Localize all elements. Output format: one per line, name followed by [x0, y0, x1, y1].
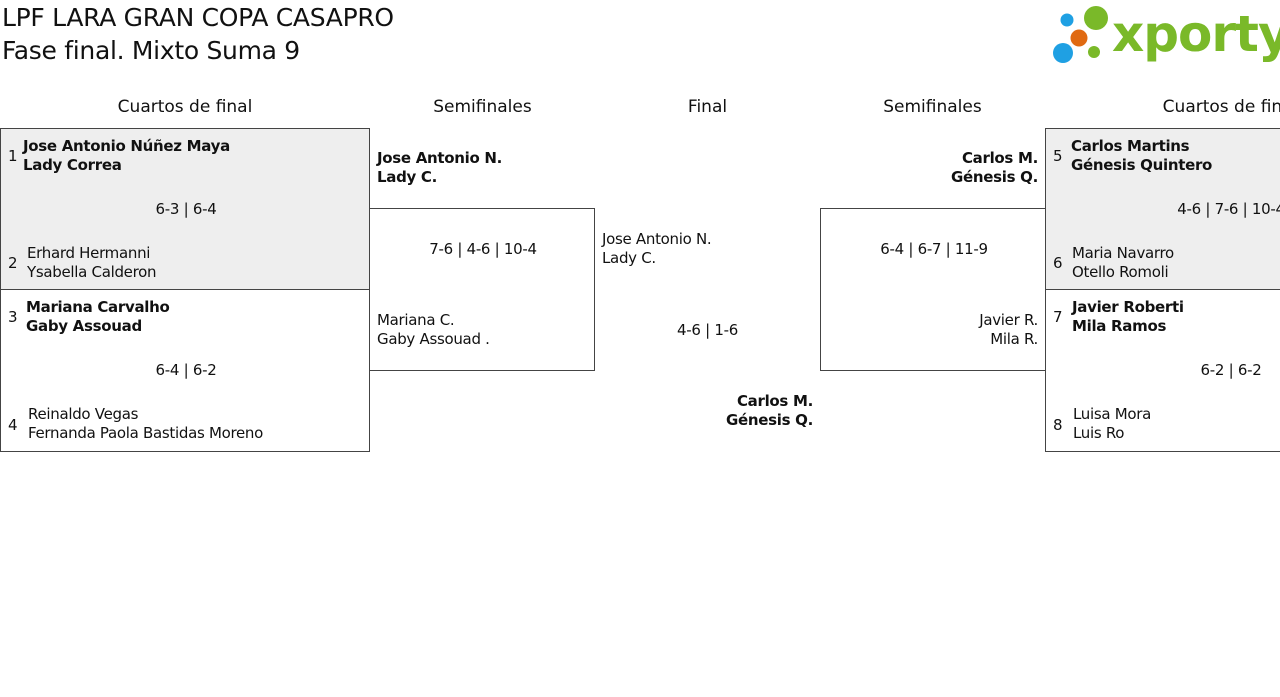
player-name: Mila Ramos	[1072, 317, 1167, 335]
player-name: Mila R.	[990, 330, 1038, 348]
match-sf-right[interactable]: 6-4 | 6-7 | 11-9 Javier R. Mila R.	[820, 208, 1046, 371]
player-name: Lady Correa	[23, 156, 122, 174]
player-name: Gaby Assouad	[26, 317, 142, 335]
seed-number: 5	[1053, 147, 1063, 165]
round-title-sf-left: Semifinales	[433, 97, 532, 117]
player-name: Reinaldo Vegas	[28, 405, 139, 423]
round-title-qf-left: Cuartos de final	[117, 97, 253, 117]
logo-dots-icon	[1053, 6, 1108, 63]
seed-number: 7	[1053, 308, 1063, 326]
round-title-sf-right: Semifinales	[883, 97, 982, 117]
team-loser[interactable]: Luisa Mora Luis Ro	[1073, 405, 1151, 443]
player-name: Carlos Martins	[1071, 137, 1190, 155]
sf-right-winner-team[interactable]: Carlos M. Génesis Q.	[820, 149, 1038, 187]
champion-team[interactable]: Carlos M. Génesis Q.	[600, 392, 813, 430]
player-name: Lady C.	[602, 249, 656, 267]
player-name: Mariana Carvalho	[26, 298, 170, 316]
player-name: Ysabella Calderon	[27, 263, 157, 281]
player-name: Jose Antonio N.	[602, 230, 712, 248]
player-name: Génesis Q.	[725, 411, 813, 429]
team-winner[interactable]: Mariana Carvalho Gaby Assouad	[26, 298, 170, 336]
match-qf-left-1[interactable]: 1 Jose Antonio Núñez Maya Lady Correa 6-…	[0, 128, 370, 290]
match-qf-right-2[interactable]: 7 Javier Roberti Mila Ramos 6-2 | 6-2 8 …	[1045, 289, 1280, 452]
match-score: 4-6 | 7-6 | 10-4	[1177, 200, 1280, 218]
player-name: Lady C.	[377, 168, 438, 186]
draw-subtitle: Fase final. Mixto Suma 9	[2, 36, 300, 65]
player-name: Luisa Mora	[1073, 405, 1152, 423]
player-name: Fernanda Paola Bastidas Moreno	[28, 424, 264, 442]
match-score: 6-4 | 6-7 | 11-9	[880, 240, 988, 258]
logo-wordmark: xporty	[1112, 5, 1280, 63]
team-loser[interactable]: Mariana C. Gaby Assouad .	[377, 311, 490, 349]
match-score: 6-4 | 6-2	[155, 361, 217, 379]
final-team-left[interactable]: Jose Antonio N. Lady C.	[602, 230, 712, 268]
player-name: Carlos M.	[961, 149, 1038, 167]
seed-number: 6	[1053, 254, 1063, 272]
player-name: Maria Navarro	[1072, 244, 1174, 262]
player-name: Gaby Assouad .	[377, 330, 490, 348]
player-name: Javier R.	[979, 311, 1038, 329]
seed-number: 2	[8, 254, 18, 272]
team-loser[interactable]: Javier R. Mila R.	[821, 311, 1038, 349]
seed-number: 3	[8, 308, 18, 326]
match-score: 7-6 | 4-6 | 10-4	[429, 240, 537, 258]
xporty-logo[interactable]: xporty	[1052, 5, 1280, 67]
team-winner[interactable]: Javier Roberti Mila Ramos	[1072, 298, 1184, 336]
team-loser[interactable]: Reinaldo Vegas Fernanda Paola Bastidas M…	[28, 405, 263, 443]
round-title-qf-right: Cuartos de final	[1162, 97, 1280, 117]
round-title-final: Final	[687, 97, 728, 117]
player-name: Luis Ro	[1073, 424, 1125, 442]
qf-right-clip: 5 Carlos Martins Génesis Quintero 4-6 | …	[1045, 128, 1280, 453]
seed-number: 1	[8, 147, 18, 165]
seed-number: 4	[8, 416, 18, 434]
team-loser[interactable]: Erhard Hermanni Ysabella Calderon	[27, 244, 157, 282]
team-winner[interactable]: Carlos Martins Génesis Quintero	[1071, 137, 1212, 175]
player-name: Erhard Hermanni	[27, 244, 151, 262]
sf-left-winner-team[interactable]: Jose Antonio N. Lady C.	[377, 149, 502, 187]
seed-number: 8	[1053, 416, 1063, 434]
match-qf-right-1[interactable]: 5 Carlos Martins Génesis Quintero 4-6 | …	[1045, 128, 1280, 290]
match-score: 6-3 | 6-4	[155, 200, 217, 218]
match-sf-left[interactable]: 7-6 | 4-6 | 10-4 Mariana C. Gaby Assouad…	[369, 208, 595, 371]
match-score: 6-2 | 6-2	[1200, 361, 1262, 379]
team-winner[interactable]: Jose Antonio Núñez Maya Lady Correa	[23, 137, 230, 175]
player-name: Carlos M.	[736, 392, 813, 410]
tournament-title: LPF LARA GRAN COPA CASAPRO	[2, 3, 394, 32]
player-name: Jose Antonio N.	[377, 149, 503, 167]
player-name: Javier Roberti	[1072, 298, 1184, 316]
player-name: Jose Antonio Núñez Maya	[23, 137, 230, 155]
team-loser[interactable]: Maria Navarro Otello Romoli	[1072, 244, 1174, 282]
final-score: 4-6 | 1-6	[677, 321, 738, 339]
player-name: Génesis Quintero	[1071, 156, 1213, 174]
player-name: Mariana C.	[377, 311, 455, 329]
player-name: Génesis Q.	[950, 168, 1038, 186]
match-qf-left-2[interactable]: 3 Mariana Carvalho Gaby Assouad 6-4 | 6-…	[0, 289, 370, 452]
player-name: Otello Romoli	[1072, 263, 1169, 281]
